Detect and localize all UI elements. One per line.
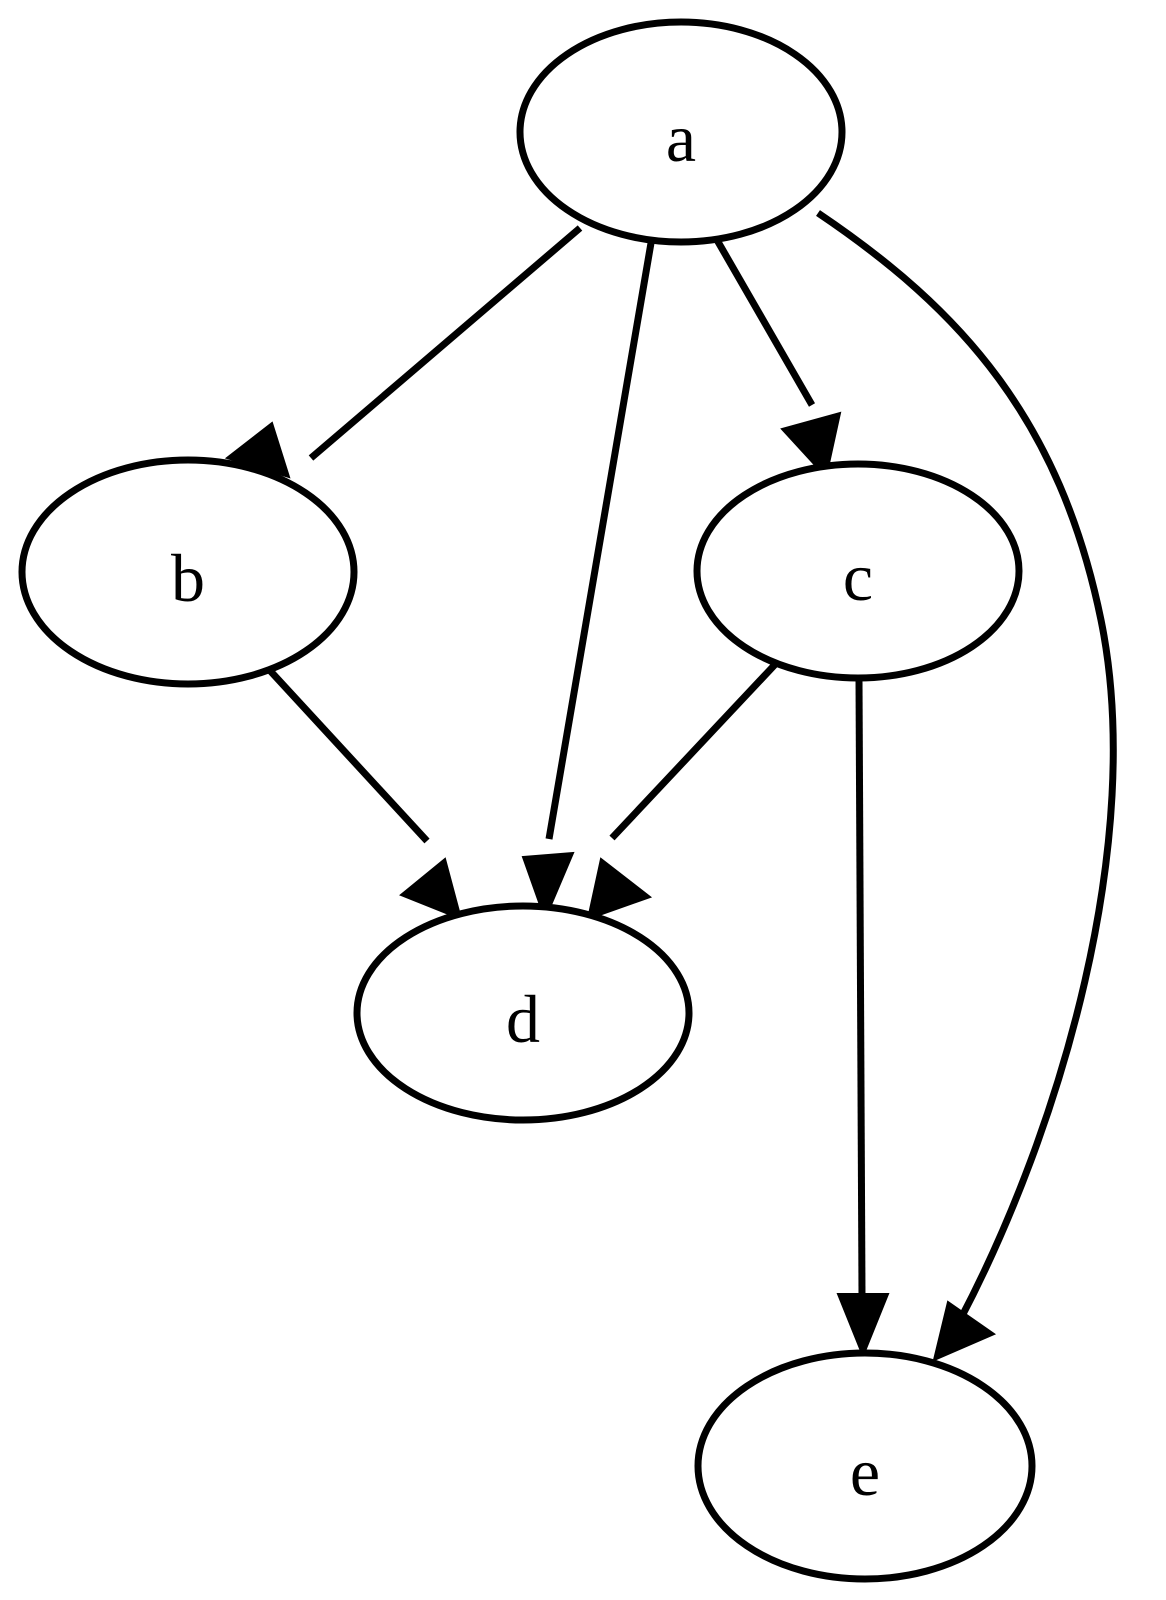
edge-b-to-d-line <box>260 660 430 844</box>
node-a-label: a <box>666 100 696 176</box>
node-b-label: b <box>171 540 205 616</box>
edge-a-to-e[interactable] <box>816 210 1117 1362</box>
edge-a-to-c-line <box>713 238 816 407</box>
node-e[interactable]: e <box>694 1349 1036 1583</box>
edge-a-to-d-line <box>545 242 655 840</box>
node-c-ellipse <box>693 460 1023 682</box>
nodes-layer: a b c d e <box>18 18 1036 1583</box>
node-a-ellipse <box>516 18 846 246</box>
edge-c-to-e-line <box>855 678 866 1296</box>
edge-c-to-e[interactable] <box>836 678 890 1359</box>
node-d-label: d <box>506 981 540 1057</box>
node-a[interactable]: a <box>516 18 846 246</box>
node-b[interactable]: b <box>18 456 358 688</box>
edge-c-to-d[interactable] <box>586 653 786 921</box>
node-d[interactable]: d <box>353 902 693 1124</box>
node-d-ellipse <box>353 902 693 1124</box>
node-e-ellipse <box>694 1349 1036 1583</box>
node-e-label: e <box>850 1434 880 1510</box>
edge-a-to-c[interactable] <box>713 238 842 480</box>
node-b-ellipse <box>18 456 358 688</box>
edge-b-to-d[interactable] <box>260 660 463 921</box>
edge-c-to-d-line <box>609 653 786 841</box>
edge-a-to-d[interactable] <box>521 242 655 922</box>
edge-a-to-e-line <box>816 210 1117 1322</box>
edge-a-to-c-arrowhead <box>780 411 842 480</box>
node-c-label: c <box>843 539 873 615</box>
edge-a-to-e-arrowhead <box>932 1300 997 1362</box>
edges-layer <box>224 210 1117 1362</box>
edge-c-to-e-arrowhead <box>836 1293 890 1359</box>
edge-b-to-d-arrowhead <box>399 857 463 921</box>
edge-a-to-d-arrowhead <box>521 851 575 922</box>
edge-a-to-b-line <box>308 225 583 461</box>
node-c[interactable]: c <box>693 460 1023 682</box>
edge-c-to-d-arrowhead <box>586 857 653 921</box>
